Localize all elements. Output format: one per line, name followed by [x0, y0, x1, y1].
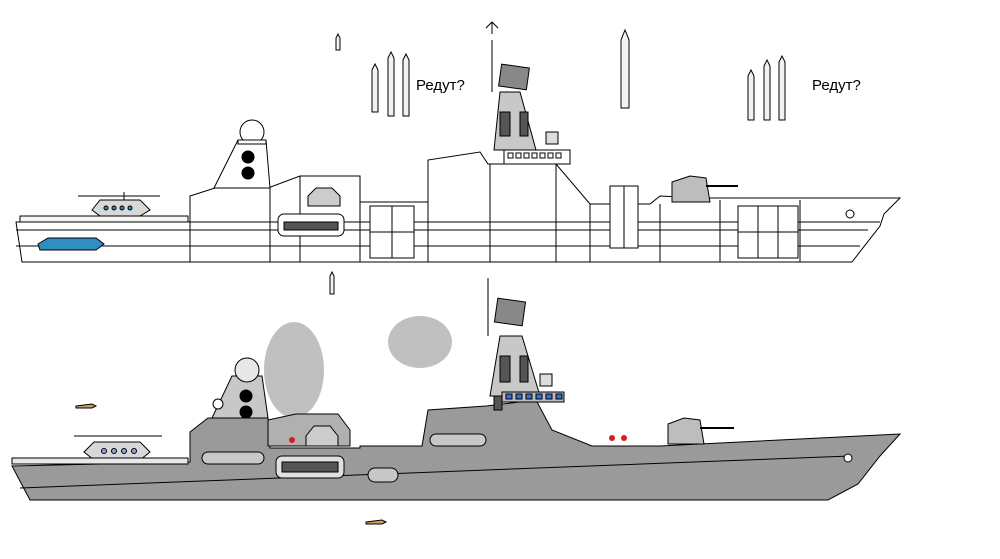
- bottom-portholes-1: [201, 451, 265, 465]
- missile-icon: [75, 403, 98, 409]
- missile-icon: [335, 32, 341, 51]
- redut-label-right: Редут?: [812, 77, 861, 94]
- missile-icons-top: [335, 28, 786, 121]
- bottom-main-mast: [489, 335, 541, 397]
- bottom-radome: [234, 357, 260, 383]
- missile-icon: [329, 270, 335, 295]
- missile-icon: [371, 62, 379, 113]
- top-gun-turret-icon: [671, 175, 738, 203]
- bottom-red-markers: [289, 435, 627, 443]
- missile-icons-bottom: [75, 270, 388, 525]
- bottom-gun-turret-icon: [667, 417, 734, 445]
- bottom-bridge-windows: [505, 393, 563, 400]
- top-boat-icon: [37, 237, 105, 251]
- missile-icon: [763, 58, 771, 121]
- bottom-portholes-2: [367, 467, 399, 483]
- missile-icon: [365, 519, 388, 525]
- top-ship-outline: [15, 21, 902, 263]
- bottom-ship: [11, 278, 902, 501]
- redut-label-left: Редут?: [416, 77, 465, 94]
- top-launcher-icon: [307, 187, 341, 207]
- top-dome-tower: [213, 139, 271, 189]
- missile-icon: [747, 68, 755, 121]
- bottom-portholes-3: [429, 433, 487, 447]
- top-radar-array: [498, 63, 530, 91]
- smoke-plume-icon: [264, 316, 452, 418]
- bottom-helicopter-icon: [74, 435, 162, 461]
- top-vls-group: [369, 185, 799, 259]
- bottom-launcher-icon: [305, 425, 339, 447]
- missile-icon: [620, 28, 630, 109]
- top-helicopter-icon: [78, 192, 160, 217]
- bottom-radar-array: [493, 297, 527, 327]
- bottom-deck-line: [19, 455, 851, 489]
- top-frames: [189, 160, 801, 262]
- missile-icon: [387, 50, 395, 117]
- missile-icon: [778, 54, 786, 121]
- missile-icon: [402, 52, 410, 117]
- top-bridge-windows: [507, 152, 562, 159]
